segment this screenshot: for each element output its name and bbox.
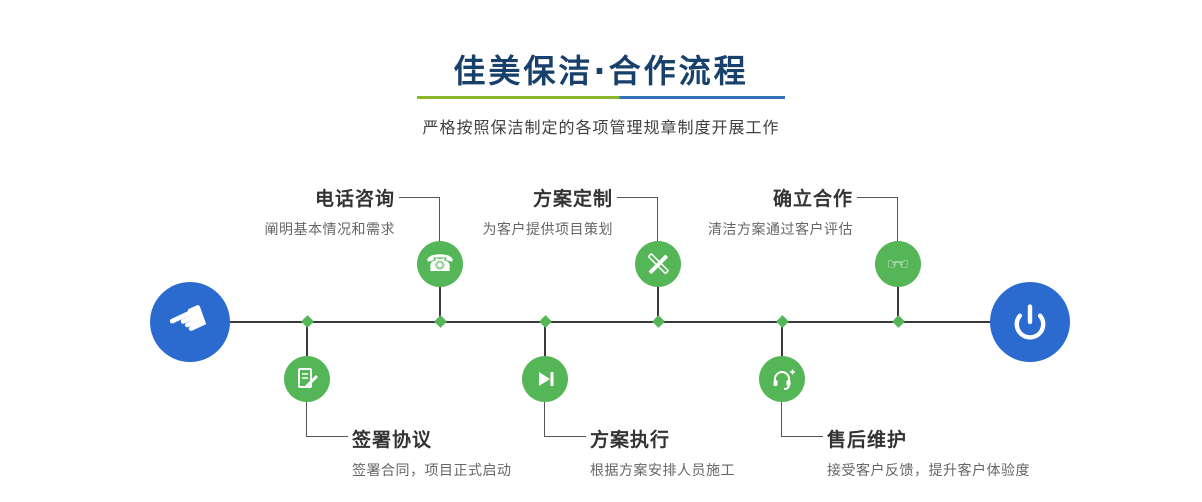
diamond-marker [301,315,314,328]
timeline-line [185,321,1037,323]
play-step-icon [539,372,554,386]
stem-bottom-3 [781,322,783,358]
connector [439,197,440,242]
step-desc: 阐明基本情况和需求 [264,222,395,238]
connector [544,401,545,437]
connector [857,197,898,198]
page-subtitle: 严格按照保洁制定的各项管理规章制度开展工作 [422,118,780,137]
step-desc: 清洁方案通过客户评估 [708,222,853,238]
connector [657,197,658,242]
stem-top-3 [897,286,899,322]
node-after-sales [759,356,805,402]
phone-icon: ☎ [425,250,455,277]
start-node: ☚ [150,282,230,362]
step-cooperation-confirmation: 确立合作 清洁方案通过客户评估 [593,184,853,239]
step-title: 售后维护 [827,429,908,451]
connector [781,436,823,437]
contract-icon [298,368,318,388]
diamond-marker [892,315,905,328]
step-title: 签署协议 [352,429,433,451]
node-cooperation-confirmation: ☞☜ [875,241,921,287]
node-plan-customization [635,241,681,287]
end-node [990,282,1070,362]
step-title: 方案定制 [532,188,613,210]
diamond-marker [652,315,665,328]
node-phone-consultation: ☎ [417,241,463,287]
step-title: 确立合作 [772,188,853,210]
diamond-marker [539,315,552,328]
stem-top-2 [657,286,659,322]
title-underline [417,96,785,99]
pointer-hand-icon: ☚ [158,287,219,354]
step-desc: 签署合同，项目正式启动 [352,463,512,479]
step-desc: 为客户提供项目策划 [482,222,613,238]
step-sign-agreement: 签署协议 签署合同，项目正式启动 [352,425,652,480]
connector [897,197,898,242]
page-title: 佳美保洁·合作流程 [453,52,749,90]
step-desc: 接受客户反馈，提升客户体验度 [827,463,1030,479]
step-plan-customization: 方案定制 为客户提供项目策划 [353,184,613,239]
stem-bottom-1 [306,322,308,358]
connector [306,436,348,437]
diamond-marker [434,315,447,328]
stem-bottom-2 [544,322,546,358]
connector [544,436,586,437]
step-title: 电话咨询 [314,188,395,210]
step-after-sales: 售后维护 接受客户反馈，提升客户体验度 [827,425,1127,480]
connector [306,401,307,437]
step-title: 方案执行 [590,429,671,451]
connector [781,401,782,437]
step-desc: 根据方案安排人员施工 [590,463,735,479]
diamond-marker [776,315,789,328]
headset-icon [773,369,795,390]
node-sign-agreement [284,356,330,402]
handshake-icon: ☞☜ [887,254,909,273]
power-icon [1014,304,1046,340]
node-plan-execution [522,356,568,402]
connector [399,197,440,198]
connector [617,197,658,198]
step-plan-execution: 方案执行 根据方案安排人员施工 [590,425,890,480]
stem-top-1 [439,286,441,322]
pen-ruler-icon [648,253,669,274]
step-phone-consultation: 电话咨询 阐明基本情况和需求 [135,184,395,239]
